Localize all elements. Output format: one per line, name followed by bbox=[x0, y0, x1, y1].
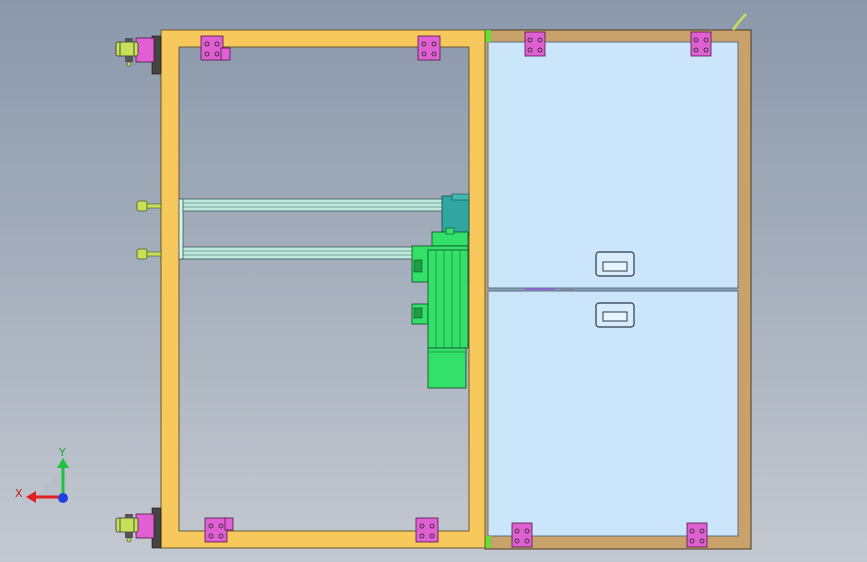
knob-upper[interactable] bbox=[136, 200, 162, 212]
slide-assembly[interactable] bbox=[136, 198, 444, 260]
bracket-cabinet-top-right[interactable] bbox=[690, 31, 712, 57]
slide-end-plate bbox=[178, 198, 184, 260]
hinge-marker-top bbox=[485, 30, 491, 42]
bracket-cabinet-bottom-right[interactable] bbox=[686, 522, 708, 548]
bracket-frame-bottom-right[interactable] bbox=[415, 517, 439, 543]
bracket-cabinet-top-left[interactable] bbox=[524, 31, 546, 57]
y-axis-arrow bbox=[57, 458, 69, 468]
lower-slide-rod bbox=[178, 246, 420, 260]
y-axis-label: Y bbox=[58, 446, 66, 459]
lower-door-panel[interactable] bbox=[487, 290, 739, 537]
x-axis-arrow bbox=[26, 491, 36, 503]
bracket-frame-top-left[interactable] bbox=[200, 35, 231, 61]
bracket-frame-top-right[interactable] bbox=[417, 35, 441, 61]
hinge-marker-bottom bbox=[485, 536, 491, 548]
gearbox-cap bbox=[451, 193, 470, 201]
caster-bottom[interactable] bbox=[115, 507, 162, 549]
motor-end-cap bbox=[427, 347, 467, 389]
door-handle-lower[interactable] bbox=[595, 302, 635, 328]
knob-lower[interactable] bbox=[136, 248, 162, 260]
frame-body bbox=[160, 29, 486, 549]
bracket-frame-bottom-left[interactable] bbox=[204, 517, 234, 543]
cable bbox=[731, 13, 747, 31]
upper-slide-rod bbox=[178, 198, 444, 212]
caster-top[interactable] bbox=[115, 35, 162, 75]
z-axis-dot bbox=[58, 493, 68, 503]
bracket-cabinet-bottom-left[interactable] bbox=[511, 522, 533, 548]
motor-body bbox=[427, 249, 469, 349]
bracket-group bbox=[200, 31, 712, 548]
x-axis-label: X bbox=[15, 487, 23, 500]
main-frame[interactable] bbox=[160, 29, 486, 549]
upper-door-panel[interactable] bbox=[487, 41, 739, 289]
axis-triad[interactable]: X Y bbox=[15, 446, 69, 503]
door-handle-upper[interactable] bbox=[595, 251, 635, 277]
right-cabinet[interactable] bbox=[484, 13, 752, 550]
triad-plane-shadow bbox=[33, 470, 62, 498]
drive-motor[interactable] bbox=[411, 193, 470, 389]
